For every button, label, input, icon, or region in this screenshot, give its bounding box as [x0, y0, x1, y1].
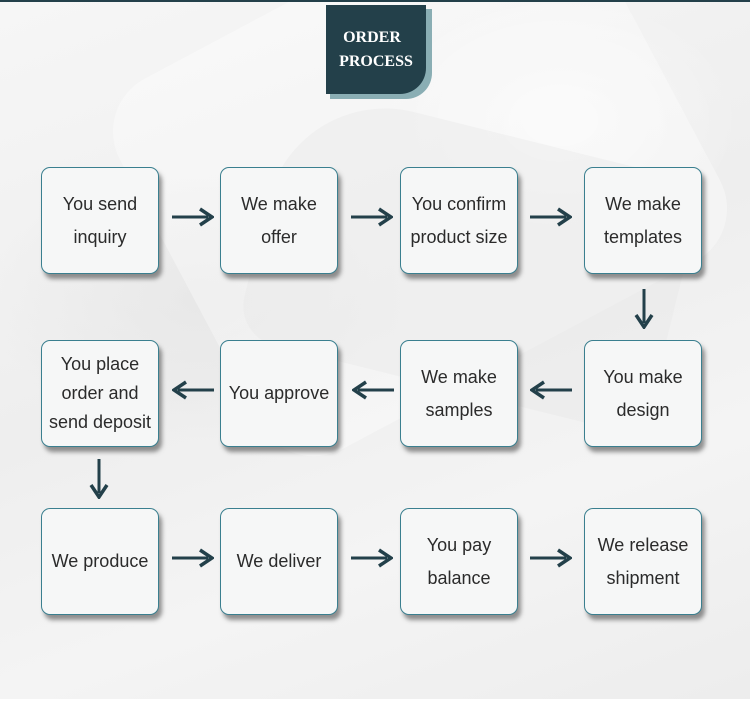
step-text: We deliver — [236, 551, 322, 571]
step-text: We make — [241, 193, 317, 214]
arrow-down-icon — [634, 289, 654, 329]
step-text: templates — [603, 226, 683, 247]
step-box-make-offer: We make offer — [220, 167, 338, 274]
step-box-make-design: You make design — [584, 340, 702, 447]
step-text: We make — [605, 193, 681, 214]
step-text: We produce — [51, 551, 149, 571]
arrow-right-icon — [530, 207, 572, 227]
step-text: You confirm — [411, 193, 507, 214]
arrow-right-icon — [172, 548, 214, 568]
step-box-make-samples: We make samples — [400, 340, 518, 447]
title-badge: ORDER PROCESS — [326, 5, 432, 99]
step-box-make-templates: We make templates — [584, 167, 702, 274]
step-box-place-order: You place order and send deposit — [41, 340, 159, 447]
arrow-left-icon — [352, 380, 394, 400]
arrow-down-icon — [89, 459, 109, 499]
step-text: inquiry — [73, 226, 127, 247]
step-text: order and — [61, 383, 139, 403]
step-box-produce: We produce — [41, 508, 159, 615]
step-text: shipment — [606, 567, 680, 588]
arrow-right-icon — [351, 548, 393, 568]
arrow-right-icon — [530, 548, 572, 568]
step-text: You send — [62, 193, 138, 214]
step-text: You place — [60, 354, 140, 374]
arrow-right-icon — [172, 207, 214, 227]
step-box-release-shipment: We release shipment — [584, 508, 702, 615]
step-box-confirm-product-size: You confirm product size — [400, 167, 518, 274]
step-text: We make — [421, 366, 497, 387]
step-text: samples — [425, 399, 493, 420]
step-text: send deposit — [48, 412, 152, 432]
step-box-pay-balance: You pay balance — [400, 508, 518, 615]
bottom-strip — [0, 699, 750, 723]
step-text: We release — [597, 534, 689, 555]
title-line-1: ORDER — [343, 28, 401, 46]
step-text: You pay — [426, 534, 492, 555]
step-box-send-inquiry: You send inquiry — [41, 167, 159, 274]
step-text: balance — [427, 567, 491, 588]
step-text: You make — [603, 366, 683, 387]
step-box-approve: You approve — [220, 340, 338, 447]
title-line-2: PROCESS — [339, 52, 413, 70]
arrow-left-icon — [530, 380, 572, 400]
step-text: product size — [410, 226, 508, 247]
step-text: offer — [261, 226, 297, 247]
step-text: design — [616, 399, 670, 420]
title-badge-box: ORDER PROCESS — [326, 5, 426, 94]
step-box-deliver: We deliver — [220, 508, 338, 615]
arrow-left-icon — [172, 380, 214, 400]
top-border-line — [0, 0, 750, 2]
step-text: You approve — [228, 383, 330, 403]
arrow-right-icon — [351, 207, 393, 227]
